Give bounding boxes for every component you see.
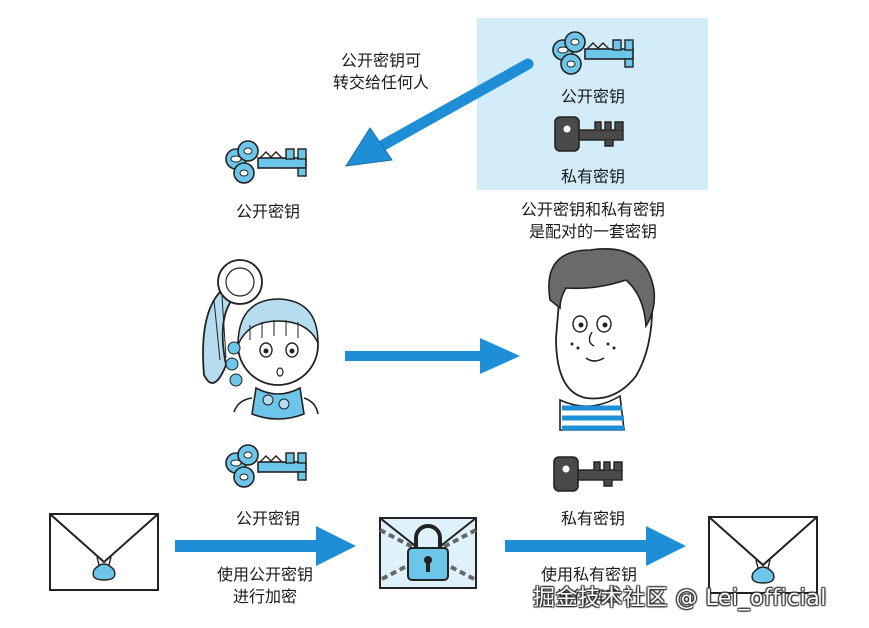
key-pair-note: 公开密钥和私有密钥 是配对的一套密钥 — [520, 200, 665, 241]
key-pair-panel — [477, 18, 708, 190]
bottom-private-key-icon — [553, 456, 623, 492]
share-arrow-icon — [345, 58, 534, 167]
bottom-public-key-label: 公开密钥 — [235, 509, 300, 528]
panel-private-key-icon — [554, 116, 624, 152]
public-key-shareable-note: 公开密钥可 转交给任何人 — [332, 51, 429, 92]
receiver-boy-icon — [548, 248, 656, 431]
encrypt-arrow-icon — [175, 526, 356, 566]
panel-public-key-icon — [552, 31, 634, 75]
left-public-key-label: 公开密钥 — [235, 202, 300, 221]
watermark: 掘金技术社区 @ Lei_official — [533, 586, 827, 611]
panel-public-key-label: 公开密钥 — [560, 87, 625, 106]
bottom-public-key-icon — [225, 444, 307, 488]
bottom-private-key-label: 私有密钥 — [560, 509, 625, 528]
encrypt-step-label: 使用公开密钥 进行加密 — [216, 565, 313, 606]
send-arrow-icon — [345, 338, 520, 374]
panel-private-key-label: 私有密钥 — [560, 167, 625, 186]
plain-envelope-left-icon — [49, 513, 159, 591]
decrypt-arrow-icon — [505, 526, 686, 566]
locked-envelope-icon — [379, 517, 477, 589]
decrypt-step-label: 使用私有密钥 进行解密 — [540, 565, 637, 606]
left-public-key-icon — [225, 140, 307, 184]
sender-girl-icon — [202, 259, 319, 420]
